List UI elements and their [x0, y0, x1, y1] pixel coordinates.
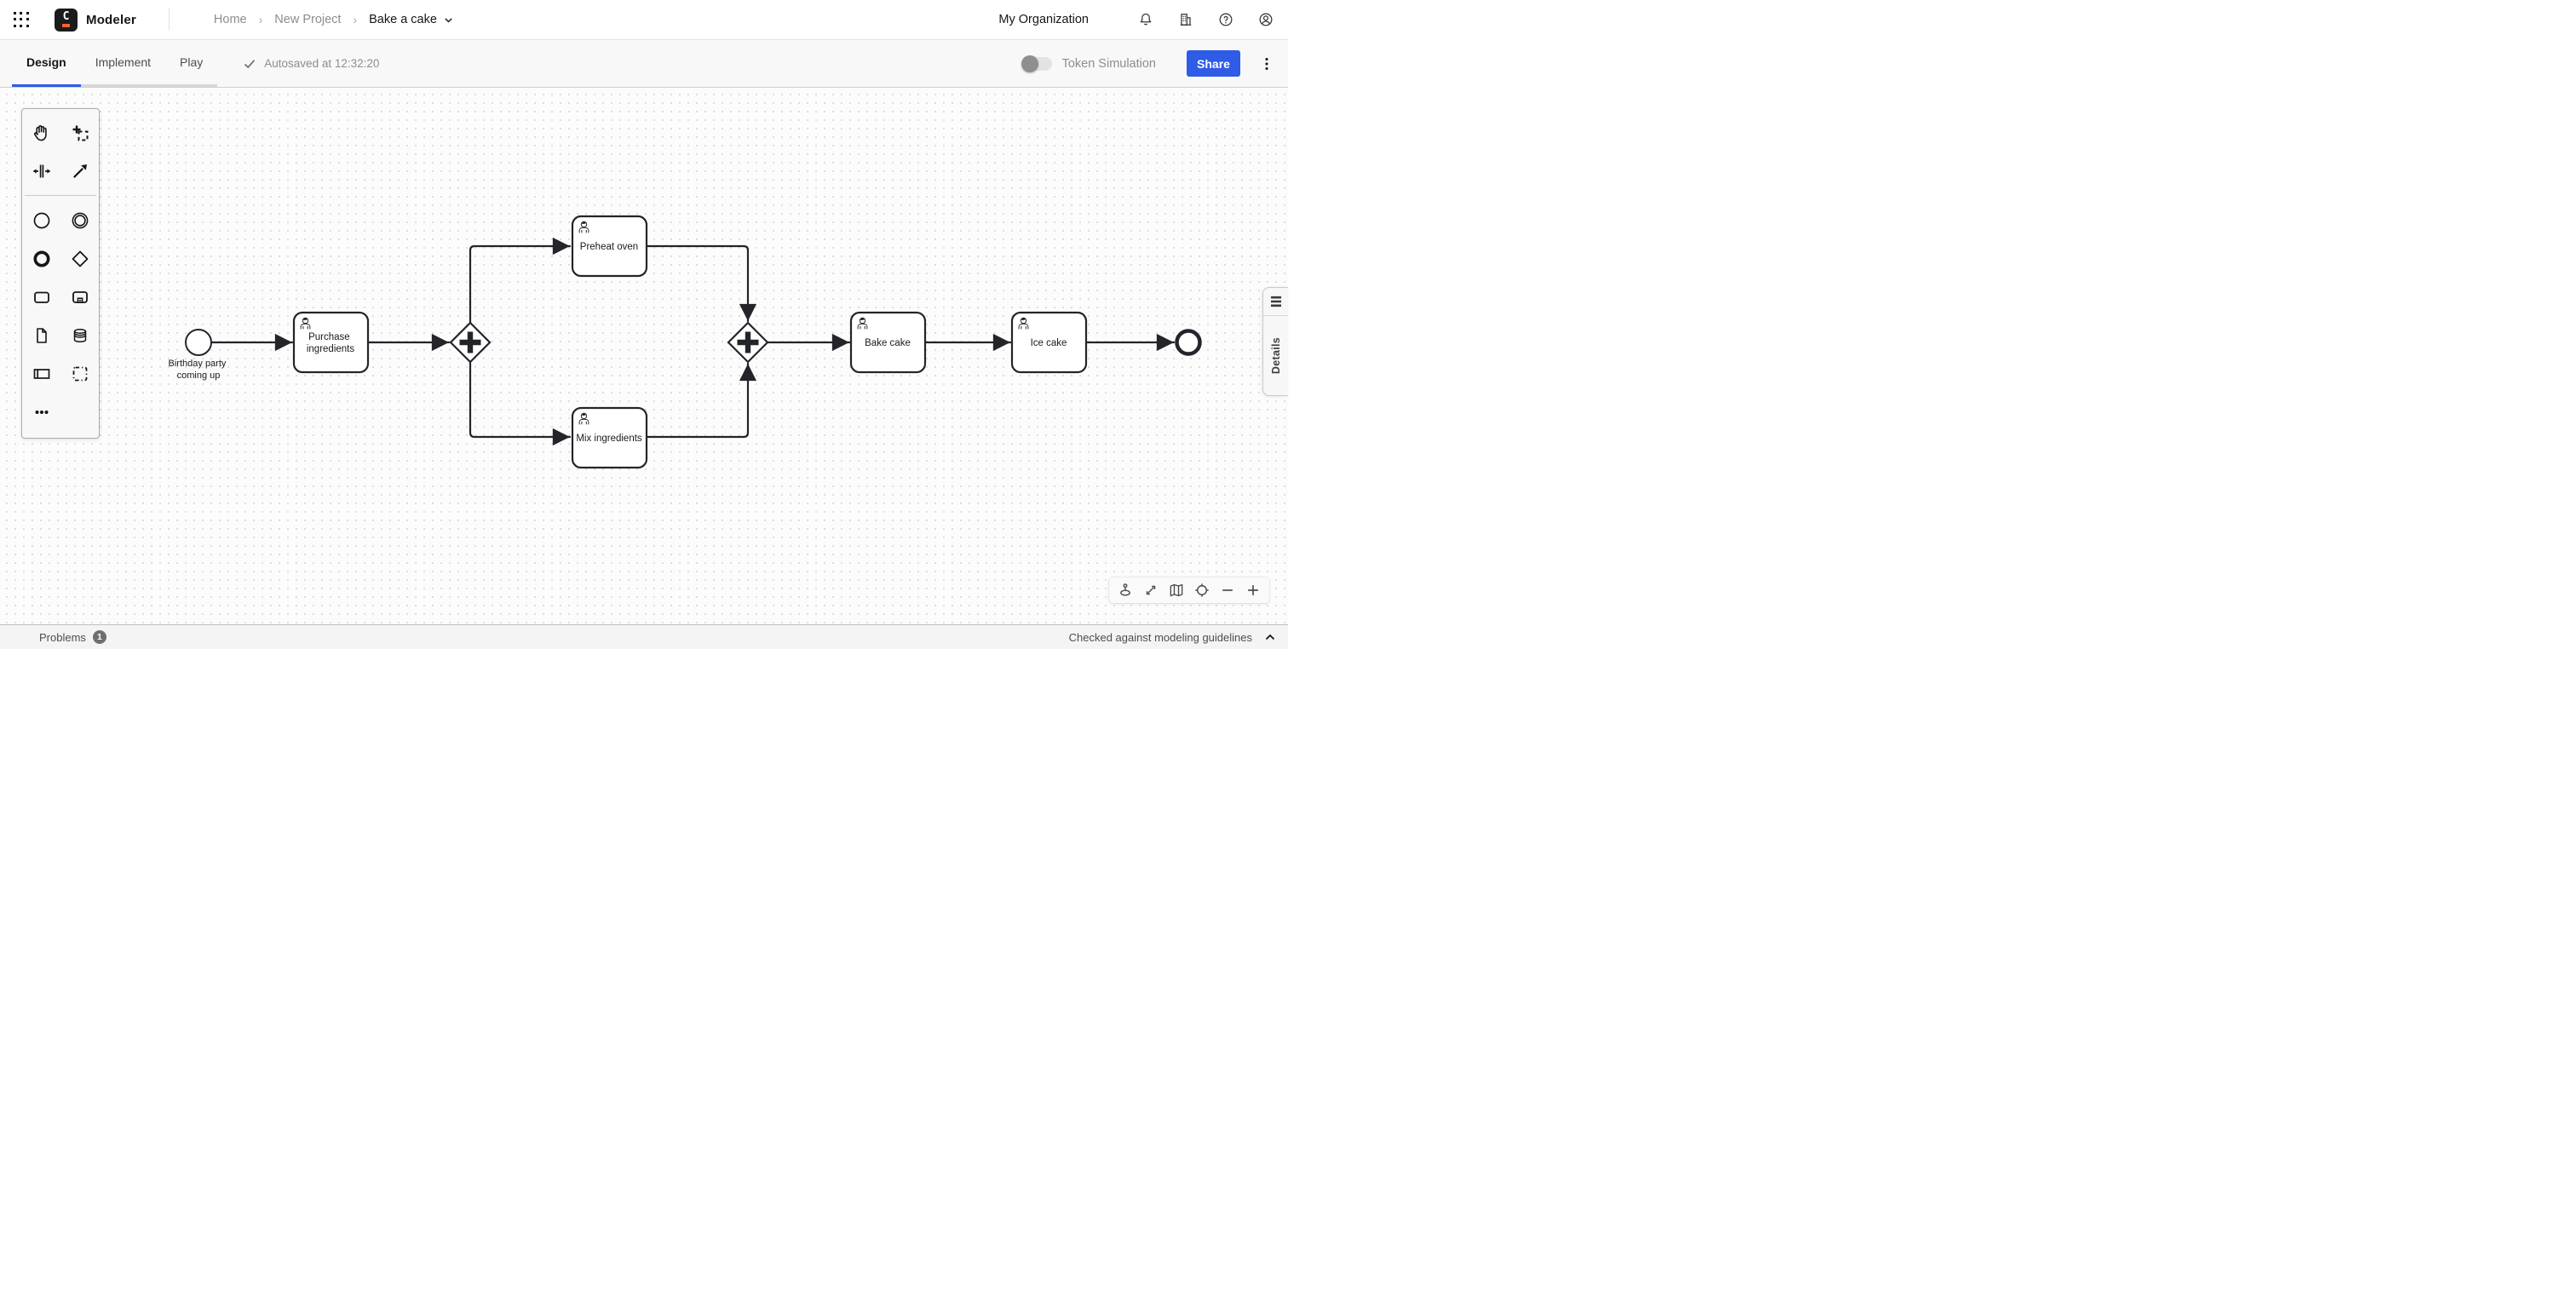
task-label: Bake cake	[865, 338, 911, 348]
parallel-gateway-split[interactable]	[449, 321, 492, 364]
tabbar-right: Token Simulation Share	[1021, 40, 1276, 87]
breadcrumb-separator: ›	[353, 13, 358, 26]
create-intermediate-event[interactable]	[60, 201, 99, 239]
task-purchase-ingredients[interactable]: Purchase ingredients	[292, 311, 370, 374]
share-button[interactable]: Share	[1187, 50, 1240, 77]
lasso-tool[interactable]	[60, 113, 99, 152]
breadcrumb-separator: ›	[258, 13, 263, 26]
task-ice-cake[interactable]: Ice cake	[1010, 311, 1088, 374]
header-left: C Modeler Home › New Project › Bake a ca…	[12, 8, 454, 32]
details-panel-tab[interactable]: Details	[1262, 287, 1288, 396]
more-options[interactable]	[22, 393, 60, 431]
create-end-event[interactable]	[22, 239, 60, 278]
panel-menu-icon	[1270, 296, 1281, 307]
start-event[interactable]	[185, 329, 212, 356]
help-icon[interactable]	[1217, 11, 1234, 28]
element-palette	[21, 108, 100, 439]
create-subprocess[interactable]	[60, 278, 99, 316]
chevron-up-icon[interactable]	[1263, 630, 1277, 644]
hand-tool[interactable]	[22, 113, 60, 152]
breadcrumb-project[interactable]: New Project	[274, 13, 342, 26]
token-simulation-label: Token Simulation	[1061, 56, 1156, 71]
fit-to-viewport-icon[interactable]	[1142, 582, 1159, 599]
top-header: C Modeler Home › New Project › Bake a ca…	[0, 0, 1288, 40]
problems-count-badge: 1	[92, 630, 106, 644]
task-label: Ice cake	[1031, 338, 1067, 348]
breadcrumb-current[interactable]: Bake a cake	[369, 13, 454, 26]
zoom-out-icon[interactable]	[1219, 582, 1236, 599]
bpmn-canvas[interactable]: Birthday party coming up Purchase ingred…	[0, 88, 1288, 624]
task-preheat-oven[interactable]: Preheat oven	[571, 215, 648, 278]
end-event[interactable]	[1175, 329, 1202, 356]
task-label: Mix ingredients	[576, 434, 642, 444]
bpmn-diagram: Birthday party coming up Purchase ingred…	[169, 215, 1202, 469]
chevron-down-icon	[445, 17, 452, 23]
building-icon[interactable]	[1177, 11, 1194, 28]
palette-divider	[25, 195, 96, 196]
task-label: Preheat oven	[580, 242, 638, 252]
minimap-icon[interactable]	[1168, 582, 1185, 599]
check-icon	[244, 59, 256, 68]
details-tab-divider	[1263, 315, 1288, 316]
global-connect-tool[interactable]	[60, 152, 99, 190]
camunda-logo: C	[55, 8, 78, 32]
start-event-label: Birthday party coming up	[169, 359, 229, 381]
flow-preheat-to-join[interactable]	[645, 244, 757, 323]
problems-label: Problems	[39, 630, 86, 644]
tab-play[interactable]: Play	[165, 40, 218, 87]
parallel-gateway-join[interactable]	[727, 321, 769, 364]
zoom-in-icon[interactable]	[1245, 582, 1262, 599]
create-data-store[interactable]	[60, 316, 99, 354]
header-right: My Organization	[998, 11, 1274, 28]
product-title: Modeler	[86, 12, 136, 27]
profile-icon[interactable]	[1257, 11, 1274, 28]
hand-tool-toggle-icon[interactable]	[1117, 582, 1134, 599]
mode-tabbar: Design Implement Play Autosaved at 12:32…	[0, 40, 1288, 88]
kebab-menu-icon[interactable]	[1257, 55, 1276, 73]
status-right: Checked against modeling guidelines	[1069, 630, 1277, 644]
token-simulation-toggle[interactable]	[1021, 55, 1052, 72]
problems-toggle[interactable]: Problems 1	[39, 630, 106, 644]
status-bar: Problems 1 Checked against modeling guid…	[0, 624, 1288, 649]
breadcrumb-home[interactable]: Home	[213, 13, 247, 26]
breadcrumb: Home › New Project › Bake a cake	[214, 13, 454, 26]
canvas-controls	[1109, 577, 1269, 603]
create-participant[interactable]	[22, 354, 60, 393]
create-task[interactable]	[22, 278, 60, 316]
tab-implement[interactable]: Implement	[80, 40, 166, 87]
flow-mix-to-join[interactable]	[645, 362, 757, 439]
organization-name[interactable]: My Organization	[998, 13, 1089, 26]
header-divider	[168, 9, 170, 31]
autosave-status: Autosaved at 12:32:20	[243, 40, 379, 87]
task-label: Purchase ingredients	[307, 332, 355, 354]
tab-design[interactable]: Design	[12, 40, 81, 87]
create-start-event[interactable]	[22, 201, 60, 239]
bell-icon[interactable]	[1137, 11, 1154, 28]
flow-split-to-preheat[interactable]	[469, 237, 572, 324]
reset-view-icon[interactable]	[1193, 582, 1210, 599]
flow-split-to-mix[interactable]	[469, 360, 572, 446]
create-data-object[interactable]	[22, 316, 60, 354]
space-tool[interactable]	[22, 152, 60, 190]
create-group[interactable]	[60, 354, 99, 393]
create-gateway[interactable]	[60, 239, 99, 278]
task-bake-cake[interactable]: Bake cake	[849, 311, 927, 374]
details-panel-label: Details	[1269, 336, 1282, 375]
task-mix-ingredients[interactable]: Mix ingredients	[571, 406, 648, 469]
app-switcher-icon[interactable]	[12, 10, 31, 29]
lint-status-text: Checked against modeling guidelines	[1068, 630, 1252, 644]
